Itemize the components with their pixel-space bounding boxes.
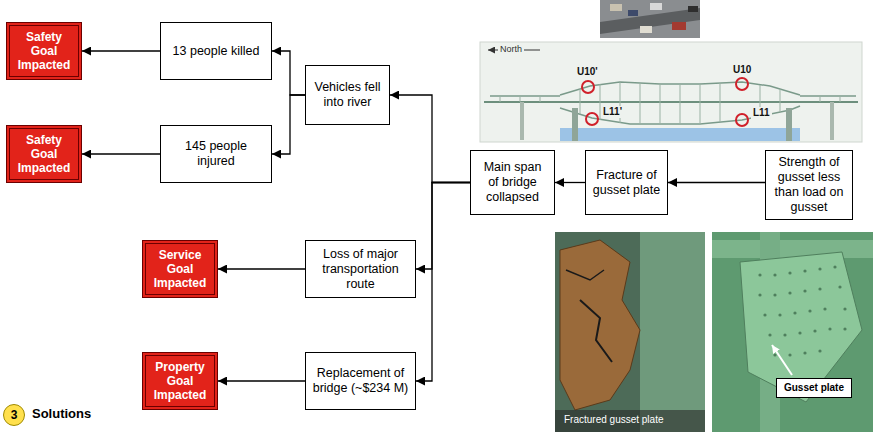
- arrow-connector: [272, 51, 305, 95]
- goal-box: Service Goal Impacted: [142, 240, 218, 298]
- arrow-connector: [555, 182, 585, 183]
- box-text: 145 people injured: [167, 139, 265, 169]
- arrow-connector: [416, 183, 470, 270]
- box-text: Main span of bridge collapsed: [477, 160, 548, 205]
- box-text: Strength of gusset less than load on gus…: [772, 155, 846, 215]
- consequence-box: Loss of major transportation route: [305, 240, 416, 298]
- callout-number: 3: [11, 408, 18, 422]
- consequence-box: 13 people killed: [160, 22, 272, 80]
- section-number: 3: [3, 404, 25, 426]
- event-box: Vehicles fell into river: [305, 65, 390, 125]
- arrow-connector: [272, 95, 305, 154]
- collapse-photo: [600, 0, 700, 38]
- arrow-connector: [218, 268, 305, 269]
- direction-label: North: [498, 44, 524, 55]
- fracture-photo: [555, 232, 705, 432]
- arrow-connector: [218, 380, 305, 381]
- arrow-connector: [416, 183, 470, 382]
- arrow-connector: [668, 182, 765, 183]
- cause-box: Strength of gusset less than load on gus…: [765, 150, 853, 220]
- box-text: Fracture of gusset plate: [592, 168, 661, 198]
- arrow-connector: [82, 153, 160, 154]
- gusset-photo: [712, 232, 873, 432]
- bridge-elevation: [480, 42, 862, 142]
- joint-label: U10: [731, 64, 753, 76]
- box-text: Loss of major transportation route: [312, 247, 409, 292]
- goal-text: Safety Goal Impacted: [13, 133, 75, 175]
- goal-text: Safety Goal Impacted: [13, 30, 75, 72]
- event-box: Main span of bridge collapsed: [470, 150, 555, 215]
- goal-box: Safety Goal Impacted: [6, 22, 82, 80]
- consequence-box: 145 people injured: [160, 125, 272, 183]
- box-text: Vehicles fell into river: [312, 80, 383, 110]
- consequence-box: Replacement of bridge (~$234 M): [305, 352, 416, 410]
- callout-text: Gusset plate: [784, 382, 844, 394]
- goal-box: Safety Goal Impacted: [6, 125, 82, 183]
- joint-label: L11': [601, 106, 624, 118]
- goal-box: Property Goal Impacted: [142, 352, 218, 410]
- box-text: 13 people killed: [173, 44, 260, 59]
- failure-marker: [582, 78, 748, 126]
- photo-caption: Fractured gusset plate: [562, 414, 666, 426]
- arrow-connector: [82, 50, 160, 51]
- joint-label: L11: [751, 107, 772, 119]
- goal-text: Property Goal Impacted: [149, 360, 211, 402]
- callout-box: Gusset plate: [776, 378, 852, 398]
- event-box: Fracture of gusset plate: [585, 150, 668, 215]
- joint-label: U10': [575, 66, 600, 78]
- goal-text: Service Goal Impacted: [149, 248, 211, 290]
- arrow-connector: [390, 95, 470, 183]
- section-heading: Solutions: [30, 406, 93, 421]
- box-text: Replacement of bridge (~$234 M): [312, 366, 409, 396]
